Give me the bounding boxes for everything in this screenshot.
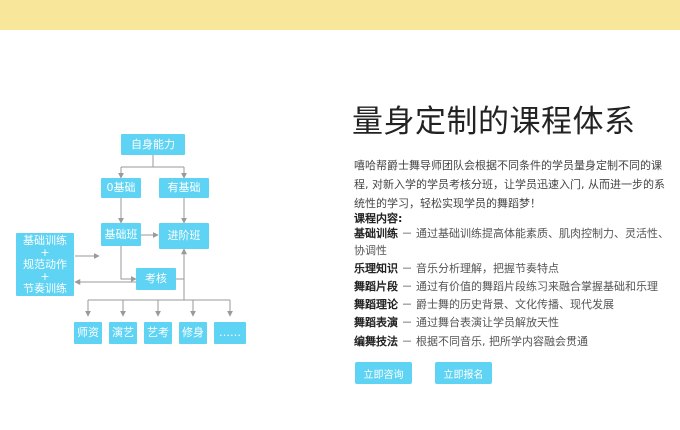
course-content-heading: 课程内容: bbox=[354, 212, 403, 225]
node-outcome-cultivation: 修身 bbox=[179, 322, 207, 344]
training-line: + bbox=[40, 269, 50, 283]
connector-basic-to-assessment bbox=[120, 246, 137, 282]
course-name: 舞蹈表演 bbox=[354, 316, 398, 330]
connector-bottom-bus bbox=[88, 249, 230, 301]
node-zero-base: 0基础 bbox=[101, 178, 141, 198]
course-list: 基础训练 － 通过基础训练提高体能素质、肌肉控制力、灵活性、协调性 乐理知识 －… bbox=[354, 226, 670, 352]
node-outcome-more: …… bbox=[214, 322, 246, 344]
signup-button[interactable]: 立即报名 bbox=[435, 362, 492, 384]
course-name: 舞蹈理论 bbox=[354, 298, 398, 312]
course-name: 基础训练 bbox=[354, 227, 398, 240]
training-line: + bbox=[40, 245, 50, 259]
page-title: 量身定制的课程体系 bbox=[352, 104, 636, 140]
course-name: 编舞技法 bbox=[354, 334, 398, 348]
course-desc: － 通过基础训练提高体能素质、肌肉控制力、灵活性、协调性 bbox=[354, 227, 669, 257]
node-advanced-class: 进阶班 bbox=[159, 223, 209, 249]
course-item: 舞蹈理论 － 爵士舞的历史背景、文化传播、现代发展 bbox=[354, 297, 670, 314]
course-item: 编舞技法 － 根据不同音乐, 把所学内容融会贯通 bbox=[354, 334, 670, 351]
node-self-ability: 自身能力 bbox=[121, 134, 185, 155]
arrow-assessment-to-advanced bbox=[175, 248, 187, 280]
node-outcome-performance: 演艺 bbox=[109, 322, 137, 344]
course-desc: － 根据不同音乐, 把所学内容融会贯通 bbox=[398, 334, 588, 348]
node-assessment: 考核 bbox=[136, 268, 176, 290]
node-basic-class: 基础班 bbox=[101, 223, 141, 246]
flow-connectors bbox=[74, 155, 233, 317]
course-name: 舞蹈片段 bbox=[354, 279, 398, 293]
course-flow-diagram: 自身能力 0基础 有基础 基础班 进阶班 考核 基础训练 + 规范动作 + 节奏… bbox=[16, 134, 246, 344]
course-name: 乐理知识 bbox=[354, 261, 398, 275]
course-desc: － 通过舞台表演让学员解放天性 bbox=[398, 316, 559, 330]
course-desc: － 音乐分析理解，把握节奏特点 bbox=[398, 261, 559, 275]
node-has-base: 有基础 bbox=[159, 178, 209, 198]
node-training: 基础训练 + 规范动作 + 节奏训练 bbox=[16, 233, 74, 296]
course-item: 乐理知识 － 音乐分析理解，把握节奏特点 bbox=[354, 261, 670, 278]
course-desc: － 通过有价值的舞蹈片段练习来融合掌握基础和乐理 bbox=[398, 279, 658, 293]
training-line: 基础训练 bbox=[23, 233, 67, 247]
top-banner-strip bbox=[0, 0, 680, 30]
training-line: 节奏训练 bbox=[23, 281, 67, 295]
node-outcome-art-exam: 艺考 bbox=[144, 322, 172, 344]
consult-button[interactable]: 立即咨询 bbox=[355, 362, 412, 384]
node-outcome-teacher: 师资 bbox=[74, 322, 102, 344]
connector-self-split bbox=[121, 155, 184, 168]
training-line: 规范动作 bbox=[23, 257, 67, 271]
course-desc: － 爵士舞的历史背景、文化传播、现代发展 bbox=[398, 298, 614, 312]
course-item: 舞蹈表演 － 通过舞台表演让学员解放天性 bbox=[354, 315, 670, 332]
intro-paragraph: 嘻哈帮爵士舞导师团队会根据不同条件的学员量身定制不同的课程, 对新入学的学员考核… bbox=[354, 159, 665, 210]
course-item: 舞蹈片段 － 通过有价值的舞蹈片段练习来融合掌握基础和乐理 bbox=[354, 279, 670, 296]
course-item: 基础训练 － 通过基础训练提高体能素质、肌肉控制力、灵活性、协调性 bbox=[354, 226, 670, 259]
